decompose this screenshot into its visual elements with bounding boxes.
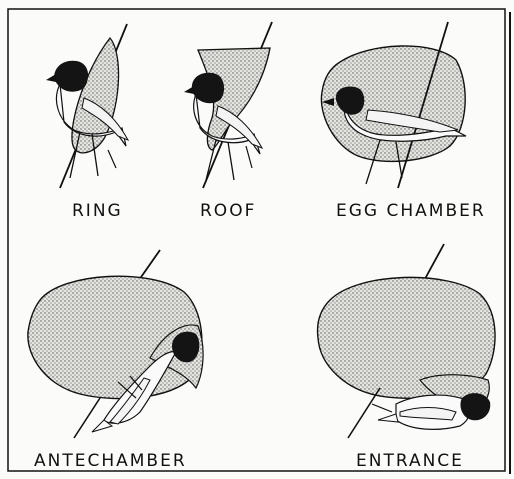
- ring-stage-drawing: [46, 24, 128, 188]
- ring-strand: [108, 150, 116, 168]
- ring-bird-beak: [46, 74, 56, 82]
- entrance-branch: [348, 388, 380, 438]
- entrance-bird-tail: [378, 414, 398, 422]
- roof-label: ROOF: [200, 201, 256, 221]
- egg-chamber-label: EGG CHAMBER: [336, 201, 486, 221]
- egg-chamber-stage-drawing: [321, 22, 466, 188]
- entrance-label: ENTRANCE: [356, 451, 464, 471]
- roof-bird-beak: [184, 86, 194, 94]
- antechamber-stage-drawing: [28, 250, 203, 438]
- antechamber-branch: [74, 398, 100, 438]
- roof-stage-drawing: [184, 22, 272, 188]
- roof-strand: [246, 146, 252, 168]
- entrance-strand: [372, 404, 392, 412]
- ring-label: RING: [72, 201, 123, 221]
- antechamber-label: ANTECHAMBER: [34, 451, 187, 471]
- roof-bird-leg: [228, 142, 234, 180]
- entrance-stage-drawing: [318, 244, 496, 438]
